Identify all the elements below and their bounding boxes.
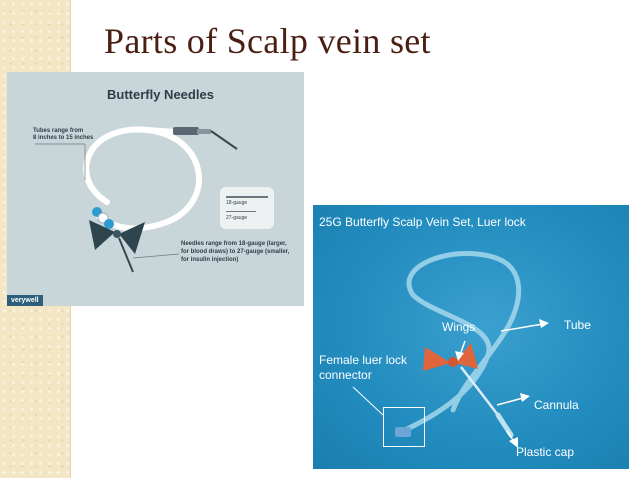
plastic-cap — [495, 412, 514, 438]
cannula-arrowhead — [520, 393, 530, 402]
needle-note-line-1: Needles range from 18-gauge (larger, — [181, 241, 287, 247]
needle-note-line-3: for insulin injection) — [181, 257, 239, 263]
wing-hub — [448, 357, 458, 367]
female-luer-label-line-1: Female luer lock — [319, 353, 408, 367]
left-wing — [89, 220, 115, 250]
needle-note-line-2: for blood draws) to 27-gauge (smaller, — [181, 249, 290, 255]
luer-connector — [173, 127, 199, 135]
tube-label: Tube — [564, 318, 591, 332]
tube-arrow — [500, 323, 544, 332]
cannula-label: Cannula — [534, 398, 579, 412]
connector-tip — [197, 129, 211, 134]
cannula-arrow — [496, 397, 524, 406]
slide-title: Parts of Scalp vein set — [104, 21, 431, 61]
brand-logo: verywell — [7, 295, 43, 306]
tube-note-line-1: Tubes range from — [33, 128, 84, 134]
tube-arrowhead — [539, 319, 549, 328]
gauge-18-label: 18-gauge — [226, 200, 248, 206]
wings-label: Wings — [442, 320, 476, 334]
tube — [400, 251, 522, 434]
female-luer-label-line-2: connector — [319, 368, 372, 382]
tube-loop — [83, 126, 202, 232]
right-wing — [455, 343, 478, 369]
butterfly-needle-illustration — [35, 126, 238, 273]
gauge-18-line — [226, 196, 268, 198]
hub-bead-3 — [104, 219, 114, 229]
gauge-27-label: 27-gauge — [226, 215, 248, 221]
scalp-vein-set-illustration — [352, 251, 549, 448]
cap-arrowhead — [509, 437, 518, 448]
tube-note: Tubes range from 8 inches to 15 inches — [33, 128, 97, 142]
left-wing — [423, 347, 451, 371]
connector-pointer — [352, 386, 384, 416]
cannula — [460, 366, 499, 416]
scalp-vein-set-photo: 25G Butterfly Scalp Vein Set, Luer lock … — [313, 205, 629, 469]
gauge-comparison-box: 18-gauge 27-gauge — [220, 187, 274, 229]
butterfly-needles-infographic: Butterfly Needles Tubes range from 8 inc… — [7, 72, 304, 306]
infographic-title: Butterfly Needles — [107, 87, 214, 102]
right-wing — [119, 222, 145, 254]
gauge-27-line — [226, 211, 256, 212]
tube-end — [144, 127, 178, 135]
photo-title: 25G Butterfly Scalp Vein Set, Luer lock — [319, 215, 526, 229]
connector-needle — [210, 130, 238, 150]
plastic-cap-label: Plastic cap — [516, 445, 575, 459]
wings-arrowhead — [455, 351, 464, 361]
wing-center — [113, 230, 121, 238]
needle-shaft — [118, 237, 134, 273]
luer-connector — [395, 427, 411, 437]
needle-note-pointer — [132, 253, 180, 259]
connector-highlight-box — [383, 407, 425, 447]
tube-note-line-2: 8 inches to 15 inches — [33, 135, 94, 141]
